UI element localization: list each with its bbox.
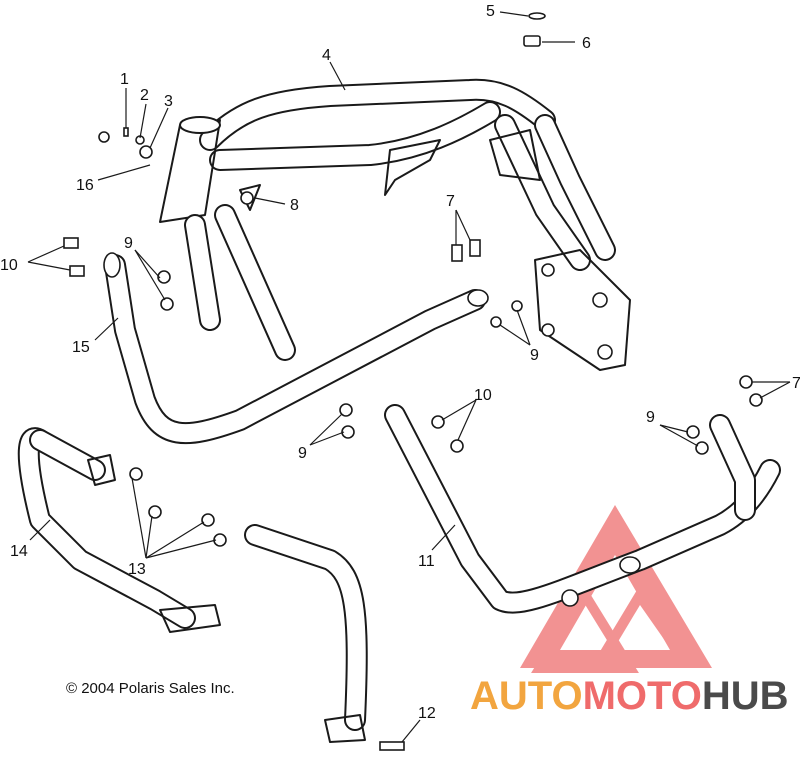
nut-9f	[341, 425, 355, 439]
crash-bar-left	[17, 427, 221, 633]
bolt-10b	[69, 265, 85, 277]
crash-bar-right	[384, 404, 781, 614]
leader-lines	[27, 11, 791, 743]
callout-7-top: 7	[446, 193, 455, 210]
nut-16	[98, 131, 110, 143]
main-frame	[159, 78, 631, 371]
watermark-auto: AUTO	[470, 674, 583, 718]
watermark-hub: HUB	[701, 674, 789, 718]
bolt-12	[379, 741, 405, 751]
watermark-triangle-logo	[520, 505, 712, 673]
callout-7-right: 7	[792, 375, 800, 392]
watermark-moto: MOTO	[582, 674, 702, 718]
spacer-13b	[148, 505, 162, 519]
copyright-text: © 2004 Polaris Sales Inc.	[66, 680, 235, 697]
bushing-6	[523, 35, 541, 47]
callout-12: 12	[418, 705, 436, 722]
callout-8: 8	[290, 197, 299, 214]
watermark-wordmark: AUTOMOTOHUB	[470, 676, 789, 716]
callout-13: 13	[128, 561, 146, 578]
callout-5: 5	[486, 3, 495, 20]
nut-9g	[686, 425, 700, 439]
bolt-10a	[63, 237, 79, 249]
callout-9-center: 9	[530, 347, 539, 364]
bolt-7a	[451, 244, 463, 262]
callout-4: 4	[322, 47, 331, 64]
bolt-7d	[749, 393, 763, 407]
callout-2: 2	[140, 87, 149, 104]
callout-9-lower: 9	[298, 445, 307, 462]
callout-10-left: 10	[0, 257, 18, 274]
bolt-10c	[431, 415, 445, 429]
nut-9d	[490, 316, 502, 328]
callout-16: 16	[76, 177, 94, 194]
nut-9c	[511, 300, 523, 312]
lower-cradle-tube	[103, 252, 489, 445]
callout-3: 3	[164, 93, 173, 110]
callout-15: 15	[72, 339, 90, 356]
callout-14: 14	[10, 543, 28, 560]
nut-9e	[339, 403, 353, 417]
callout-11: 11	[418, 553, 435, 570]
nut-9h	[695, 441, 709, 455]
bolt-7b	[469, 239, 481, 257]
pin-1	[123, 127, 129, 137]
callout-10-center: 10	[474, 387, 492, 404]
callout-9-right: 9	[646, 409, 655, 426]
washer-5	[528, 12, 546, 20]
callout-labels: 1 2 3 4 5 6 16 8 7 9 10 15 9 9 10 7 9 11…	[0, 3, 800, 722]
nut-8	[240, 191, 254, 205]
nut-9a	[157, 270, 171, 284]
callout-6: 6	[582, 35, 591, 52]
lower-crash-bar-section	[244, 524, 368, 743]
clip-3	[139, 145, 153, 159]
callout-9-left: 9	[124, 235, 133, 252]
spacer-13a	[129, 467, 143, 481]
bolt-10d	[450, 439, 464, 453]
nut-9b	[160, 297, 174, 311]
spacer-13c	[201, 513, 215, 527]
hardware-parts	[63, 12, 763, 751]
callout-1: 1	[120, 71, 129, 88]
bolt-7c	[739, 375, 753, 389]
